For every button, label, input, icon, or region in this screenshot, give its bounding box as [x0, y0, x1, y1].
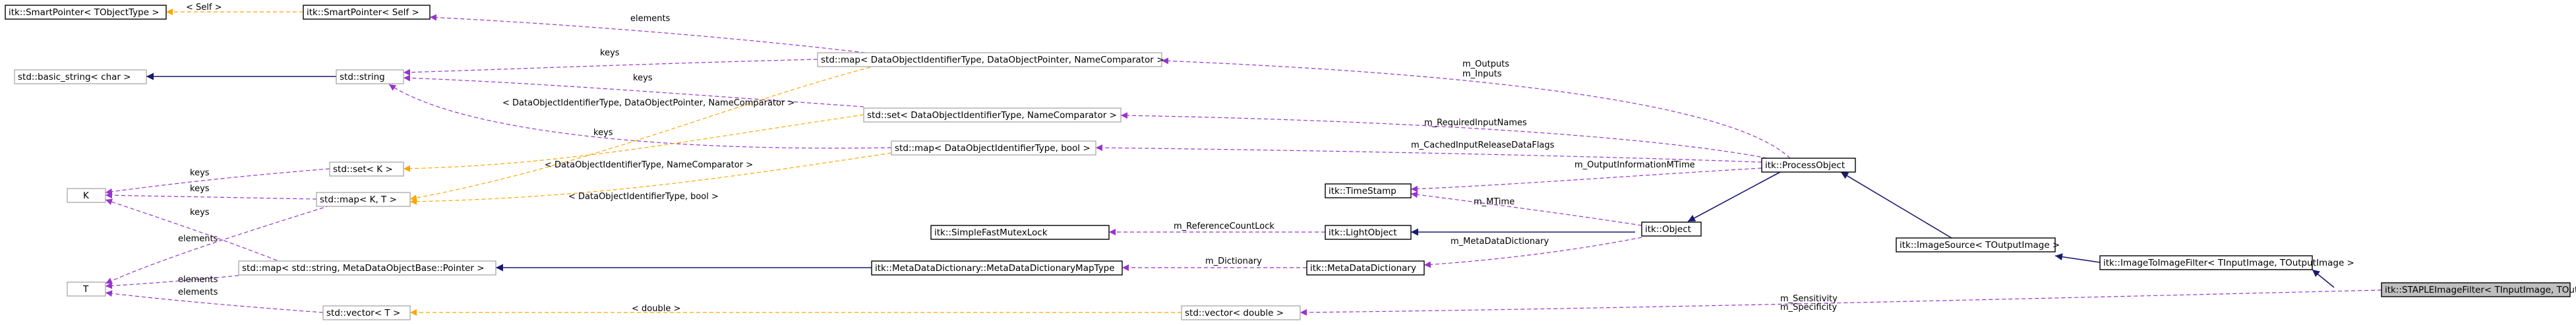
- svg-text:itk::STAPLEImageFilter< TInput: itk::STAPLEImageFilter< TInputImage, TOu…: [2385, 285, 2576, 295]
- label-keys-5: keys: [190, 184, 210, 194]
- label-specificity: m_Specificity: [1780, 303, 1837, 312]
- node-smart-pointer-self[interactable]: itk::SmartPointer< Self >: [303, 5, 431, 20]
- node-meta-data-dictionary-map-type[interactable]: itk::MetaDataDictionary::MetaDataDiction…: [871, 260, 1123, 276]
- label-output-information-mtime: m_OutputInformationMTime: [1574, 160, 1695, 170]
- edge-procobj-to-mapdoidbool: [1095, 144, 1762, 163]
- node-map-string-metadata-pointer[interactable]: std::map< std::string, MetaDataObjectBas…: [238, 260, 496, 276]
- node-smart-pointer-tobjecttype[interactable]: itk::SmartPointer< TObjectType >: [5, 5, 167, 20]
- svg-text:std::vector< double >: std::vector< double >: [1185, 308, 1284, 318]
- node-process-object[interactable]: itk::ProcessObject: [1761, 158, 1856, 173]
- label-metadata-dictionary: m_MetaDataDictionary: [1451, 237, 1549, 247]
- svg-text:std::set< K >: std::set< K >: [333, 164, 393, 175]
- label-tmpl-map-ptr: < DataObjectIdentifierType, DataObjectPo…: [502, 98, 794, 108]
- label-tmpl-bool: < DataObjectIdentifierType, bool >: [568, 192, 719, 202]
- svg-text:std::string: std::string: [340, 72, 385, 82]
- svg-text:itk::ProcessObject: itk::ProcessObject: [1765, 160, 1845, 171]
- node-image-to-image-filter[interactable]: itk::ImageToImageFilter< TInputImage, TO…: [2099, 255, 2354, 270]
- label-required-input-names: m_RequiredInputNames: [1424, 118, 1527, 128]
- label-keys-6: keys: [190, 208, 210, 218]
- label-self: < Self >: [186, 3, 222, 13]
- svg-text:K: K: [83, 191, 90, 201]
- edge-mapdoidptr-to-spself: [429, 14, 866, 53]
- label-double: < double >: [632, 304, 680, 314]
- edge-mapKT-to-K: [105, 192, 317, 200]
- label-keys-2: keys: [633, 73, 653, 83]
- edge-mapdoidptr-to-stdstring: [403, 59, 818, 76]
- edge-procobj-to-mapdoidptr: [1161, 57, 1791, 159]
- edge-mapstrptr-to-K: [105, 198, 278, 261]
- label-keys-3: keys: [593, 128, 613, 138]
- edge-imagetoimage-to-imagesource: [2054, 253, 2101, 263]
- edge-mapdoidptr-to-mapKT: [409, 67, 871, 202]
- svg-text:std::basic_string< char >: std::basic_string< char >: [18, 72, 131, 82]
- edge-setK-to-K: [105, 168, 330, 195]
- node-std-string[interactable]: std::string: [336, 69, 404, 84]
- edge-mapKT-to-T: [105, 205, 330, 284]
- label-inputs: m_Inputs: [1462, 69, 1502, 79]
- node-set-K[interactable]: std::set< K >: [329, 162, 404, 177]
- edge-staple-to-imagetoimage: [2312, 269, 2335, 288]
- label-cached-input-flags: m_CachedInputReleaseDataFlags: [1411, 140, 1555, 150]
- edge-procobj-to-timestamp: [1410, 167, 1762, 192]
- svg-text:std::map< DataObjectIdentifier: std::map< DataObjectIdentifierType, Data…: [821, 55, 1164, 65]
- node-set-doid-namecomparator[interactable]: std::set< DataObjectIdentifierType, Name…: [863, 107, 1122, 123]
- edge-processobject-to-object: [1687, 171, 1781, 222]
- node-meta-data-dictionary[interactable]: itk::MetaDataDictionary: [1306, 260, 1425, 276]
- svg-text:itk::Object: itk::Object: [1645, 224, 1691, 235]
- svg-text:itk::MetaDataDictionary: itk::MetaDataDictionary: [1310, 263, 1416, 274]
- label-outputs: m_Outputs: [1462, 59, 1509, 69]
- edge-vecT-to-T: [105, 290, 324, 313]
- svg-text:std::map< DataObjectIdentifier: std::map< DataObjectIdentifierType, bool…: [895, 143, 1091, 154]
- label-elements-1: elements: [178, 234, 218, 244]
- edge-imagesource-to-processobject: [1840, 171, 1952, 239]
- label-elements-3: elements: [178, 287, 218, 297]
- svg-text:itk::ImageSource< TOutputImage: itk::ImageSource< TOutputImage >: [1900, 240, 2060, 251]
- label-sensitivity: m_Sensitivity: [1780, 294, 1838, 304]
- node-map-doid-pointer-namecomparator[interactable]: std::map< DataObjectIdentifierType, Data…: [817, 52, 1164, 67]
- svg-text:itk::TimeStamp: itk::TimeStamp: [1329, 186, 1396, 196]
- label-elements-top: elements: [630, 14, 671, 24]
- svg-text:itk::LightObject: itk::LightObject: [1329, 227, 1397, 238]
- svg-text:itk::ImageToImageFilter< TInpu: itk::ImageToImageFilter< TInputImage, TO…: [2103, 258, 2354, 268]
- node-image-source[interactable]: itk::ImageSource< TOutputImage >: [1896, 237, 2060, 252]
- node-light-object[interactable]: itk::LightObject: [1325, 225, 1412, 240]
- edge-object-to-metadict: [1423, 237, 1642, 268]
- label-keys-4: keys: [190, 168, 210, 178]
- node-object[interactable]: itk::Object: [1641, 222, 1702, 237]
- label-elements-2: elements: [178, 275, 218, 285]
- edge-object-to-timestamp: [1410, 191, 1642, 226]
- node-simple-fast-mutex-lock[interactable]: itk::SimpleFastMutexLock: [930, 225, 1110, 240]
- node-K[interactable]: K: [67, 188, 106, 203]
- svg-text:itk::SmartPointer< Self >: itk::SmartPointer< Self >: [307, 7, 419, 18]
- edge-procobj-to-setdoid: [1120, 112, 1768, 159]
- edge-setdoid-to-setK: [403, 114, 864, 172]
- node-vector-T[interactable]: std::vector< T >: [322, 305, 411, 320]
- node-map-K-T[interactable]: std::map< K, T >: [316, 192, 411, 207]
- node-T[interactable]: T: [67, 281, 106, 297]
- svg-text:std::map< K, T >: std::map< K, T >: [320, 194, 397, 205]
- label-reference-count-lock: m_ReferenceCountLock: [1174, 222, 1274, 231]
- label-keys-1: keys: [600, 48, 620, 58]
- svg-text:itk::MetaDataDictionary::MetaD: itk::MetaDataDictionary::MetaDataDiction…: [875, 263, 1115, 274]
- svg-text:itk::SimpleFastMutexLock: itk::SimpleFastMutexLock: [934, 227, 1048, 238]
- edge-staple-to-vecdouble: [1300, 289, 2382, 316]
- svg-text:std::map< std::string, MetaDat: std::map< std::string, MetaDataObjectBas…: [242, 263, 485, 274]
- node-staple-image-filter[interactable]: itk::STAPLEImageFilter< TInputImage, TOu…: [2381, 282, 2576, 297]
- svg-text:T: T: [82, 284, 89, 295]
- label-dictionary: m_Dictionary: [1205, 256, 1262, 266]
- label-tmpl-set: < DataObjectIdentifierType, NameComparat…: [545, 160, 753, 170]
- node-map-doid-bool[interactable]: std::map< DataObjectIdentifierType, bool…: [891, 140, 1096, 156]
- svg-text:std::vector< T >: std::vector< T >: [326, 308, 400, 318]
- edge-mapdoidbool-to-stdstring: [388, 84, 892, 149]
- node-time-stamp[interactable]: itk::TimeStamp: [1325, 183, 1412, 198]
- svg-text:itk::SmartPointer< TObjectType: itk::SmartPointer< TObjectType >: [9, 7, 160, 18]
- node-basic-string[interactable]: std::basic_string< char >: [14, 69, 147, 84]
- label-mtime: m_MTime: [1474, 197, 1514, 207]
- edge-setdoid-to-stdstring: [403, 74, 864, 107]
- node-vector-double[interactable]: std::vector< double >: [1181, 305, 1301, 320]
- edge-mapstrptr-to-T: [105, 275, 239, 289]
- svg-text:std::set< DataObjectIdentifier: std::set< DataObjectIdentifierType, Name…: [867, 110, 1117, 121]
